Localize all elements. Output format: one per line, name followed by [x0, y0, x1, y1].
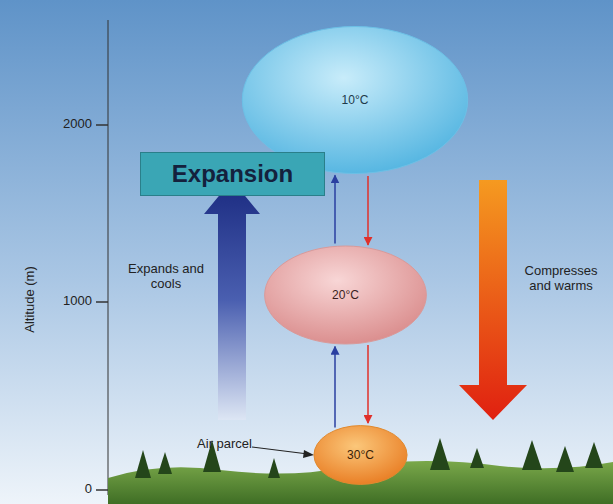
- axis-tick-label: 0: [40, 482, 92, 497]
- axis-title: Altitude (m): [23, 239, 38, 359]
- pointer-label: Air parcel: [180, 437, 252, 452]
- leader-line: [252, 447, 308, 454]
- air-parcel-mild: 20°C: [263, 245, 428, 345]
- process-label-box: Expansion: [140, 152, 325, 196]
- process-note: Compresses and warms: [512, 264, 610, 294]
- compression-arrow: [459, 180, 527, 420]
- axis-tick: [96, 301, 108, 303]
- sinking-arrow: [367, 345, 369, 423]
- leader-arrowhead: [303, 450, 314, 458]
- temperature-label: 10°C: [342, 93, 369, 107]
- rising-arrow: [334, 347, 336, 428]
- process-note: Expands and cools: [126, 262, 206, 292]
- air-parcel-warm: 30°C: [313, 425, 408, 485]
- axis-tick-label: 1000: [40, 294, 92, 309]
- axis-tick: [96, 489, 108, 491]
- process-title: Expansion: [172, 160, 293, 188]
- rising-arrow: [334, 175, 336, 243]
- altitude-axis: [108, 20, 109, 495]
- temperature-label: 30°C: [347, 448, 374, 462]
- sinking-arrow: [367, 176, 369, 245]
- axis-tick: [96, 124, 108, 126]
- axis-tick-label: 2000: [40, 117, 92, 132]
- temperature-label: 20°C: [332, 288, 359, 302]
- expansion-arrow: [204, 180, 260, 420]
